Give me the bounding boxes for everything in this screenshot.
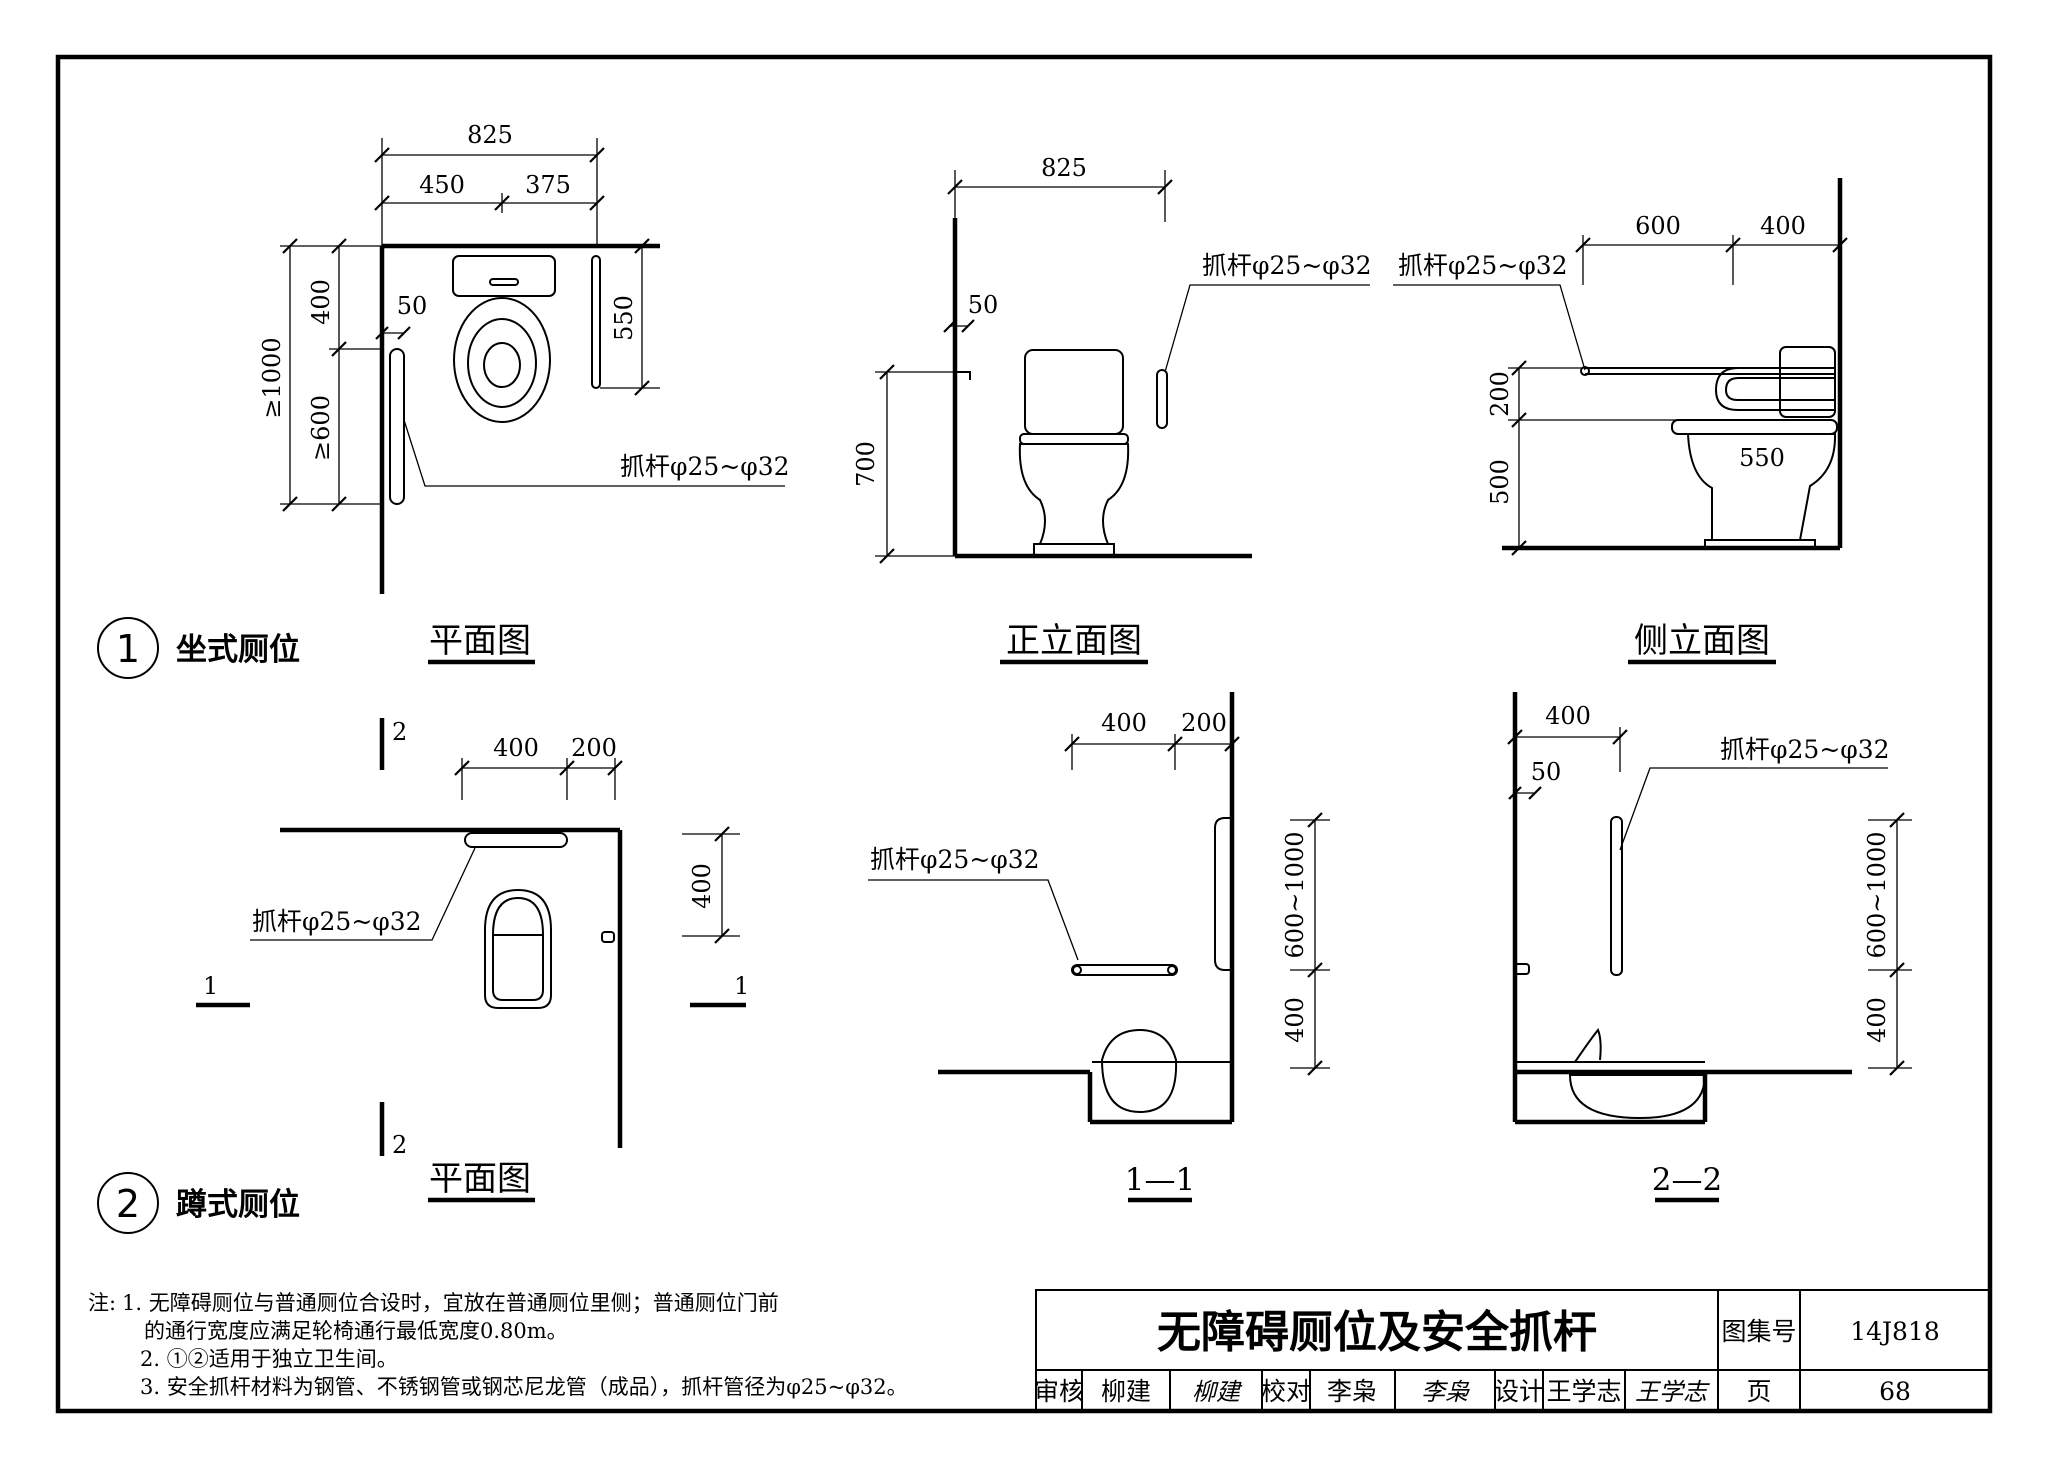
- view-title-front: 正立面图: [1006, 621, 1142, 661]
- page-label: 页: [1746, 1377, 1771, 1406]
- sheet-frame: [55, 54, 1993, 1414]
- dim-400-side: 400: [1760, 212, 1806, 240]
- front-toilet-tank: [1024, 349, 1124, 435]
- grab-bar-label-s11: 抓杆φ25~φ32: [870, 845, 1040, 874]
- atlas-label: 图集号: [1721, 1317, 1796, 1346]
- dim-500-side: 500: [1486, 459, 1514, 505]
- dim-ge1000: ≥1000: [258, 337, 286, 418]
- section22-grab-bar-vertical: [1610, 816, 1623, 976]
- section11-grab-bar-horizontal: [1071, 964, 1178, 976]
- grab-bar-label-plan: 抓杆φ25~φ32: [620, 452, 790, 481]
- designer-name: 王学志: [1546, 1377, 1621, 1406]
- view-title-plan-1: 平面图: [429, 621, 531, 661]
- dim-600-side: 600: [1635, 212, 1681, 240]
- view-title-section-2-2: 2—2: [1652, 1162, 1722, 1198]
- dim-375: 375: [525, 171, 571, 199]
- section-mark-2-top: 2: [392, 718, 407, 746]
- dim-400-plan2-v: 400: [688, 863, 716, 909]
- drawing-title: 无障碍厕位及安全抓杆: [1157, 1307, 1597, 1358]
- dim-50-front: 50: [968, 291, 999, 319]
- side-toilet-tank: [1779, 346, 1836, 418]
- dim-825-plan: 825: [467, 121, 513, 149]
- dim-600-1000-s22: 600~1000: [1863, 832, 1891, 959]
- dim-50-s22: 50: [1531, 758, 1562, 786]
- view-title-section-1-1: 1—1: [1125, 1162, 1195, 1198]
- dim-550: 550: [610, 295, 638, 341]
- section-mark-2-bottom: 2: [392, 1131, 407, 1159]
- notes-block: 注: 1. 无障碍厕位与普通厕位合设时，宜放在普通厕位里侧；普通厕位门前 的通行…: [88, 1291, 908, 1399]
- grab-bar-label-s22: 抓杆φ25~φ32: [1720, 735, 1890, 764]
- dim-700: 700: [852, 441, 880, 487]
- section-2-2: 400 50 600~1000 400 抓杆φ25~φ32: [1507, 692, 1912, 1125]
- note-2: 2. ①②适用于独立卫生间。: [140, 1347, 398, 1371]
- side-elevation: 600 400 200 500 550 抓杆φ25~φ32: [1393, 178, 1848, 556]
- front-toilet-bowl: [1018, 443, 1130, 545]
- section11-squat-pan: [1100, 1028, 1178, 1114]
- section11-grab-bar-vertical: [1214, 817, 1232, 971]
- dim-400-plan-v: 400: [307, 279, 335, 325]
- checker-name: 李枭: [1327, 1377, 1377, 1406]
- plan-grab-bar-left: [389, 348, 405, 505]
- caption-2-number: 2: [116, 1182, 140, 1226]
- plan-grab-bar-right: [591, 255, 601, 389]
- plan-toilet-tank: [452, 255, 556, 297]
- review-label: 审核: [1034, 1377, 1084, 1406]
- dim-450: 450: [419, 171, 465, 199]
- section22-squat-pan: [1568, 1074, 1707, 1120]
- title-block: 无障碍厕位及安全抓杆 图集号 14J818 审核 柳建 柳建 校对 李枭 李枭 …: [1034, 1289, 1991, 1412]
- designer-signature: 王学志: [1635, 1378, 1710, 1406]
- side-grab-bar-u: [1714, 367, 1835, 411]
- check-label: 校对: [1261, 1377, 1311, 1406]
- dim-825-front: 825: [1041, 154, 1087, 182]
- dim-200-s11: 200: [1181, 709, 1227, 737]
- dim-400-plan2: 400: [493, 734, 539, 762]
- dim-ge600: ≥600: [307, 395, 335, 461]
- view-title-plan-2: 平面图: [429, 1159, 531, 1199]
- checker-signature: 李枭: [1421, 1378, 1470, 1406]
- dim-200-plan2: 200: [571, 734, 617, 762]
- dim-200-side: 200: [1486, 371, 1514, 417]
- page-number: 68: [1879, 1377, 1911, 1406]
- dim-50-plan: 50: [397, 292, 428, 320]
- section-mark-1-right: 1: [734, 972, 749, 1000]
- front-elevation: 825 50 700 抓杆φ25~φ32: [852, 154, 1372, 564]
- dim-400-s11: 400: [1101, 709, 1147, 737]
- reviewer-name: 柳建: [1101, 1377, 1151, 1406]
- reviewer-signature: 柳建: [1192, 1378, 1243, 1406]
- grab-bar-label-side: 抓杆φ25~φ32: [1398, 251, 1568, 280]
- notes-label: 注:: [88, 1291, 116, 1315]
- plan2-squat-pan: [484, 888, 552, 1009]
- dim-600-1000-s11: 600~1000: [1281, 832, 1309, 959]
- plan2-grab-bar: [464, 832, 568, 848]
- front-grab-bar: [1156, 369, 1168, 429]
- note-1a: 1. 无障碍厕位与普通厕位合设时，宜放在普通厕位里侧；普通厕位门前: [122, 1291, 779, 1315]
- plan-view-seated: 825 450 375 550 ≥1000 400 ≥600 50: [258, 121, 790, 594]
- dim-550-side: 550: [1739, 444, 1785, 472]
- section-1-1: 400 200 600~1000 400 抓杆φ25~φ32: [868, 692, 1330, 1125]
- dim-400-s22-v: 400: [1863, 997, 1891, 1043]
- note-3: 3. 安全抓杆材料为钢管、不锈钢管或钢芯尼龙管（成品），抓杆管径为φ25~φ32…: [140, 1375, 908, 1399]
- atlas-number: 14J818: [1850, 1317, 1940, 1346]
- caption-2-text: 蹲式厕位: [176, 1187, 300, 1223]
- plan-view-squat: 400 200 400 2 2 1 1 抓杆φ25~φ32: [196, 718, 749, 1159]
- view-title-side: 侧立面图: [1634, 621, 1770, 661]
- note-1b: 的通行宽度应满足轮椅通行最低宽度0.80m。: [144, 1319, 568, 1343]
- grab-bar-label-plan2: 抓杆φ25~φ32: [252, 907, 422, 936]
- caption-1-number: 1: [116, 627, 140, 671]
- dim-400-s11-v: 400: [1281, 997, 1309, 1043]
- section-mark-1-left: 1: [203, 972, 218, 1000]
- grab-bar-label-front: 抓杆φ25~φ32: [1202, 251, 1372, 280]
- design-label: 设计: [1494, 1377, 1544, 1406]
- dim-400-s22: 400: [1545, 702, 1591, 730]
- caption-1-text: 坐式厕位: [176, 632, 300, 668]
- plan-toilet-bowl: [453, 297, 551, 423]
